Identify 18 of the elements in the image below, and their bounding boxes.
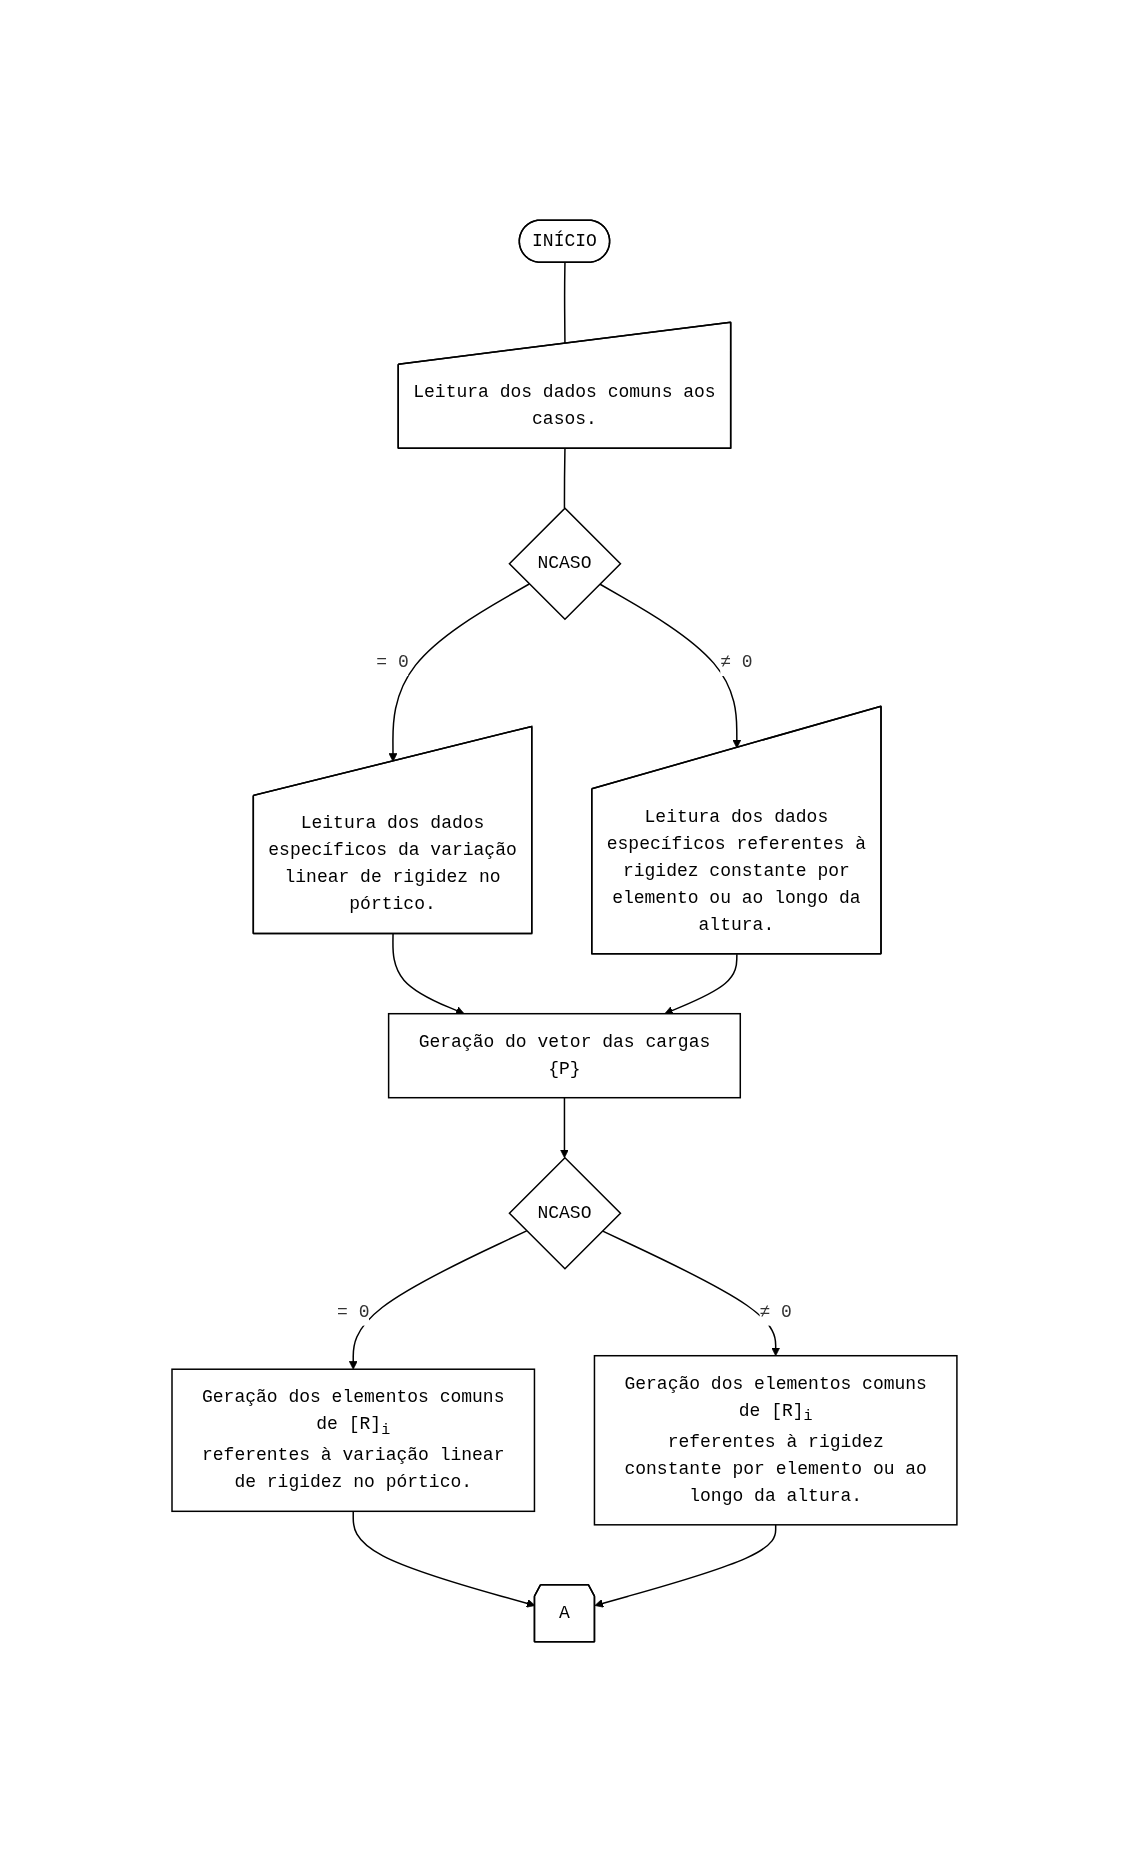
node-box: Geração dos elementos comuns de [R]$_{i}$ referentes à rigidez constante por elemento ou ao longo da altura. [593, 1354, 958, 1526]
arrow [352, 1510, 535, 1608]
edge-label: = 0 [336, 1301, 369, 1322]
arrow [391, 933, 465, 1015]
arrow [663, 953, 738, 1015]
node-box: Geração do vetor das cargas {P} [387, 1012, 741, 1099]
node-diamond: NCASO [507, 1156, 622, 1270]
arrow [594, 1524, 776, 1608]
arrow [388, 583, 530, 762]
node-diamond: NCASO [507, 507, 622, 621]
edge-label: ≠ 0 [759, 1301, 792, 1322]
arrow [559, 1096, 569, 1159]
edge-label: ≠ 0 [719, 652, 753, 673]
arrow [601, 1230, 780, 1357]
node-box: Geração dos elementos comuns de [R]$_{i}$ referentes à variação linear de rigidez no pórtico. [170, 1368, 535, 1513]
arrow [598, 583, 741, 749]
edge-label: = 0 [375, 652, 409, 673]
arrow [348, 1230, 527, 1370]
